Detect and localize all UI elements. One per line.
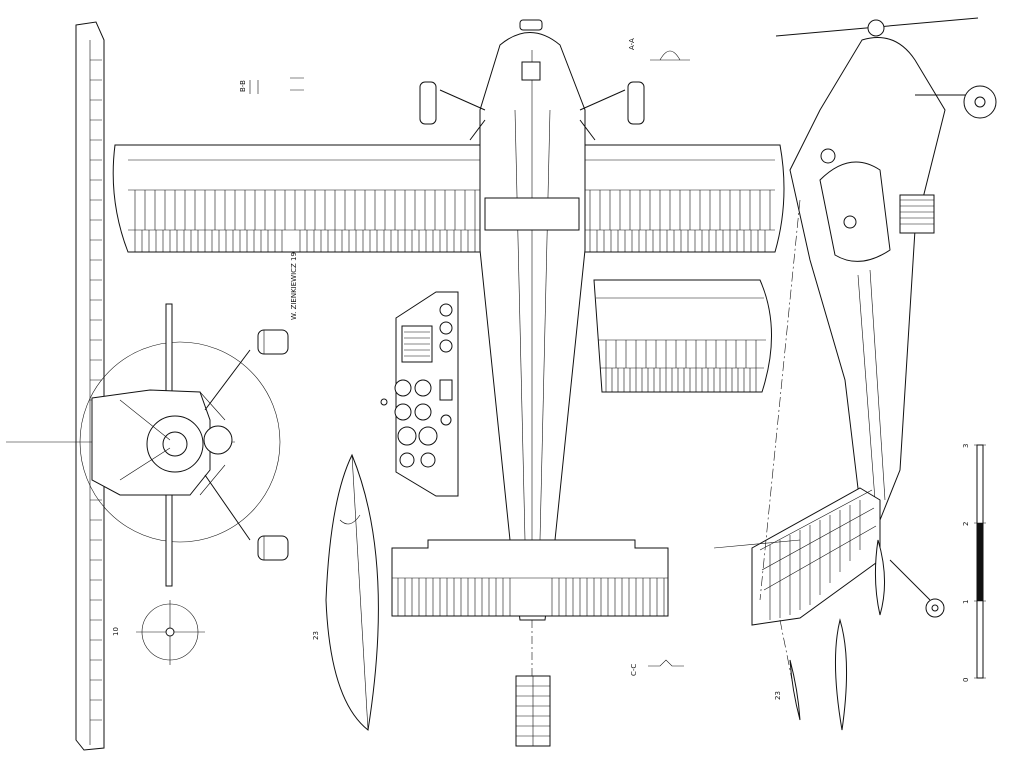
wheel-section-label: 10	[112, 627, 120, 636]
left-wheel	[257, 329, 289, 355]
main-wheel-left	[419, 81, 437, 125]
fuselage-side	[789, 37, 946, 521]
wing-rib-ticks	[90, 59, 102, 721]
left-wing	[112, 144, 486, 253]
instrument-panel	[380, 291, 459, 497]
svg-text:23: 23	[312, 631, 320, 640]
right-wheel	[257, 535, 289, 561]
fuselage-top	[479, 32, 586, 621]
stabilizer-side	[751, 487, 881, 626]
scale-bar: 0 1 2 3	[962, 444, 986, 682]
signature: W. ZIENKIEWICZ 1997	[290, 243, 298, 320]
front-view: 10	[6, 21, 289, 751]
top-view	[112, 19, 785, 747]
right-wing	[579, 144, 785, 253]
svg-text:C-C: C-C	[630, 664, 638, 676]
svg-text:A-A: A-A	[628, 38, 636, 50]
side-view: 23	[713, 17, 997, 731]
flap-detail	[593, 279, 773, 393]
svg-text:23: 23	[774, 691, 782, 700]
wing-section-profile: 23	[312, 453, 379, 731]
section-mark-b: B-B	[239, 77, 304, 94]
main-wheel-right	[627, 81, 645, 125]
svg-text:B-B: B-B	[239, 80, 247, 92]
scale-tick-1: 1	[962, 600, 970, 604]
scale-tick-3: 3	[962, 444, 970, 448]
section-mark-c: C-C	[630, 659, 684, 676]
scale-tick-2: 2	[962, 522, 970, 526]
scale-tick-0: 0	[962, 678, 970, 682]
section-mark-a: A-A	[628, 38, 690, 61]
